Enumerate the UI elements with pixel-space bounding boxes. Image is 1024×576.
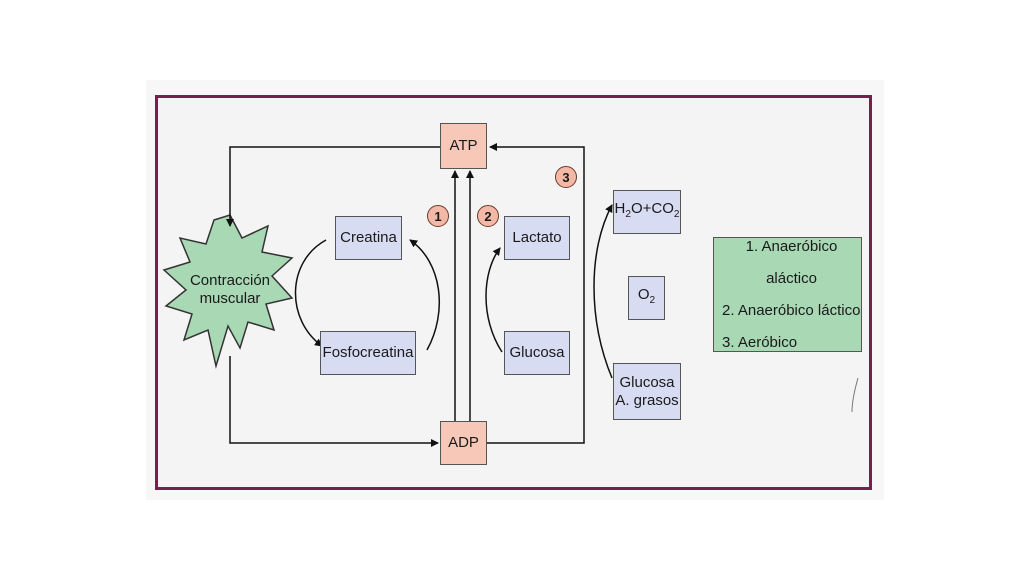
fosfocreatina-box: Fosfocreatina <box>320 331 416 375</box>
arrow-substrates-to-water <box>593 204 613 379</box>
water-co2-box: H2O+CO2 <box>613 190 681 234</box>
legend-item-1: 1. Anaeróbico aláctico <box>745 237 838 287</box>
creatina-box: Creatina <box>335 216 402 260</box>
arrow-contraction-to-adp <box>229 356 439 447</box>
adp-box: ADP <box>440 421 487 465</box>
marker-1: 1 <box>427 205 449 227</box>
arrow-atp-to-contraction <box>226 146 440 227</box>
contraction-burst <box>162 214 294 369</box>
legend-item-2: 2. Anaeróbico láctico <box>722 301 861 319</box>
substrates-label-2: A. grasos <box>615 391 679 409</box>
arrow-glucosa-to-lactato <box>485 247 503 353</box>
legend-box: 1. Anaeróbico aláctico 2. Anaeróbico lác… <box>713 237 862 352</box>
creatina-label: Creatina <box>340 229 397 246</box>
adp-label: ADP <box>448 434 479 451</box>
arrow-creatina-to-fosfocreatina <box>294 239 327 347</box>
arrow-aerobic-loop <box>487 143 585 444</box>
arrow-fosfocreatina-to-creatina <box>409 239 441 351</box>
atp-box: ATP <box>440 123 487 169</box>
atp-label: ATP <box>449 137 478 154</box>
fosfocreatina-label: Fosfocreatina <box>322 344 414 361</box>
contraction-label: Contracción muscular <box>189 272 271 307</box>
glucosa-box: Glucosa <box>504 331 570 375</box>
water-co2-label: H2O+CO2 <box>614 200 680 220</box>
marker-2: 2 <box>477 205 499 227</box>
substrates-box: Glucosa A. grasos <box>613 363 681 420</box>
oxygen-box: O2 <box>628 276 665 320</box>
lactato-box: Lactato <box>504 216 570 260</box>
glucosa-label: Glucosa <box>509 344 565 361</box>
lactato-label: Lactato <box>512 229 562 246</box>
oxygen-label: O2 <box>637 286 656 306</box>
stray-mark <box>851 377 859 413</box>
marker-3: 3 <box>555 166 577 188</box>
substrates-label-1: Glucosa <box>619 373 675 391</box>
legend-item-3: 3. Aeróbico <box>722 333 798 351</box>
